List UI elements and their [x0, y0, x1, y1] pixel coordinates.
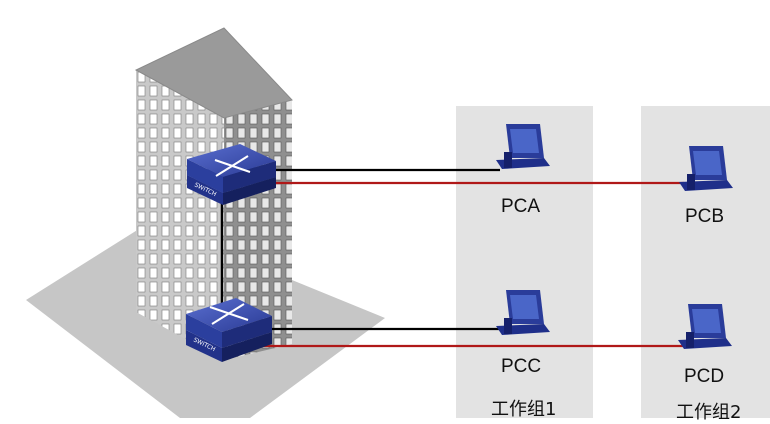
workgroup-1-label: 工作组1: [491, 399, 557, 420]
pca-label: PCA: [501, 196, 541, 217]
switch-bottom: SWITCH: [186, 298, 272, 362]
pcd-label: PCD: [684, 366, 725, 387]
pcb-computer-icon: [679, 146, 733, 191]
pca-computer-icon: [496, 124, 550, 169]
pcc-label: PCC: [501, 356, 542, 377]
links: [220, 168, 684, 348]
pcb-label: PCB: [685, 206, 725, 227]
pcd-computer-icon: [678, 304, 732, 349]
switch-top-arrows-icon: [214, 155, 251, 177]
pcc-computer-icon: [496, 290, 550, 335]
workgroup-2-label: 工作组2: [676, 402, 742, 423]
switch-bottom-arrows-icon: [209, 303, 249, 325]
